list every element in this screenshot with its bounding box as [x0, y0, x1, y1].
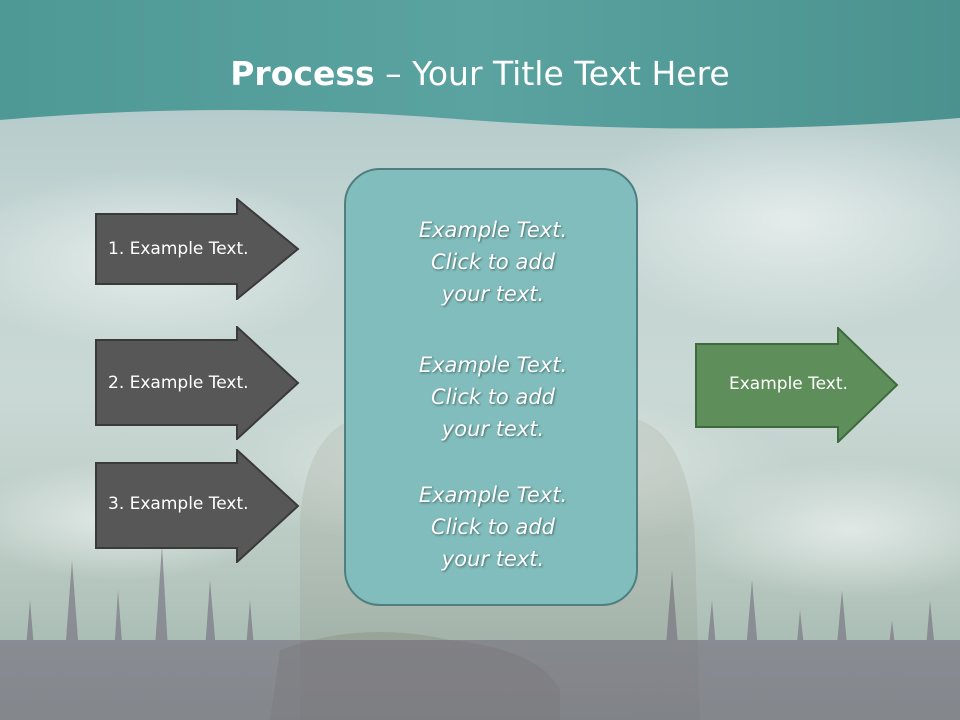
center-block-2-line-1: Example Text.	[418, 353, 568, 377]
left-arrow-1[interactable]: 1. Example Text.	[95, 198, 300, 300]
center-text-box[interactable]: Example Text. Click to add your text. Ex…	[344, 168, 638, 606]
center-block-2-line-2: Click to add	[430, 385, 555, 409]
left-arrow-2[interactable]: 2. Example Text.	[95, 326, 300, 440]
right-arrow-label: Example Text.	[729, 374, 848, 394]
title-rest: – Your Title Text Here	[374, 54, 730, 93]
left-arrow-label-3: 3. Example Text.	[108, 494, 249, 514]
center-block-2: Example Text. Click to add your text.	[346, 349, 640, 445]
center-block-2-line-3: your text.	[441, 417, 545, 441]
slide-title[interactable]: Process – Your Title Text Here	[0, 52, 960, 96]
center-block-3-line-1: Example Text.	[418, 483, 568, 507]
center-block-1-line-3: your text.	[441, 282, 545, 306]
left-arrow-3[interactable]: 3. Example Text.	[95, 449, 300, 563]
center-block-3-line-3: your text.	[441, 547, 545, 571]
left-arrow-label-2: 2. Example Text.	[108, 373, 249, 393]
header-band	[0, 0, 960, 129]
center-block-3: Example Text. Click to add your text.	[346, 479, 640, 575]
right-arrow[interactable]: Example Text.	[695, 327, 899, 443]
center-block-1: Example Text. Click to add your text.	[346, 214, 640, 310]
center-block-3-line-2: Click to add	[430, 515, 555, 539]
center-block-1-line-1: Example Text.	[418, 218, 568, 242]
left-arrow-label-1: 1. Example Text.	[108, 239, 249, 259]
title-bold: Process	[230, 54, 375, 93]
center-block-1-line-2: Click to add	[430, 250, 555, 274]
